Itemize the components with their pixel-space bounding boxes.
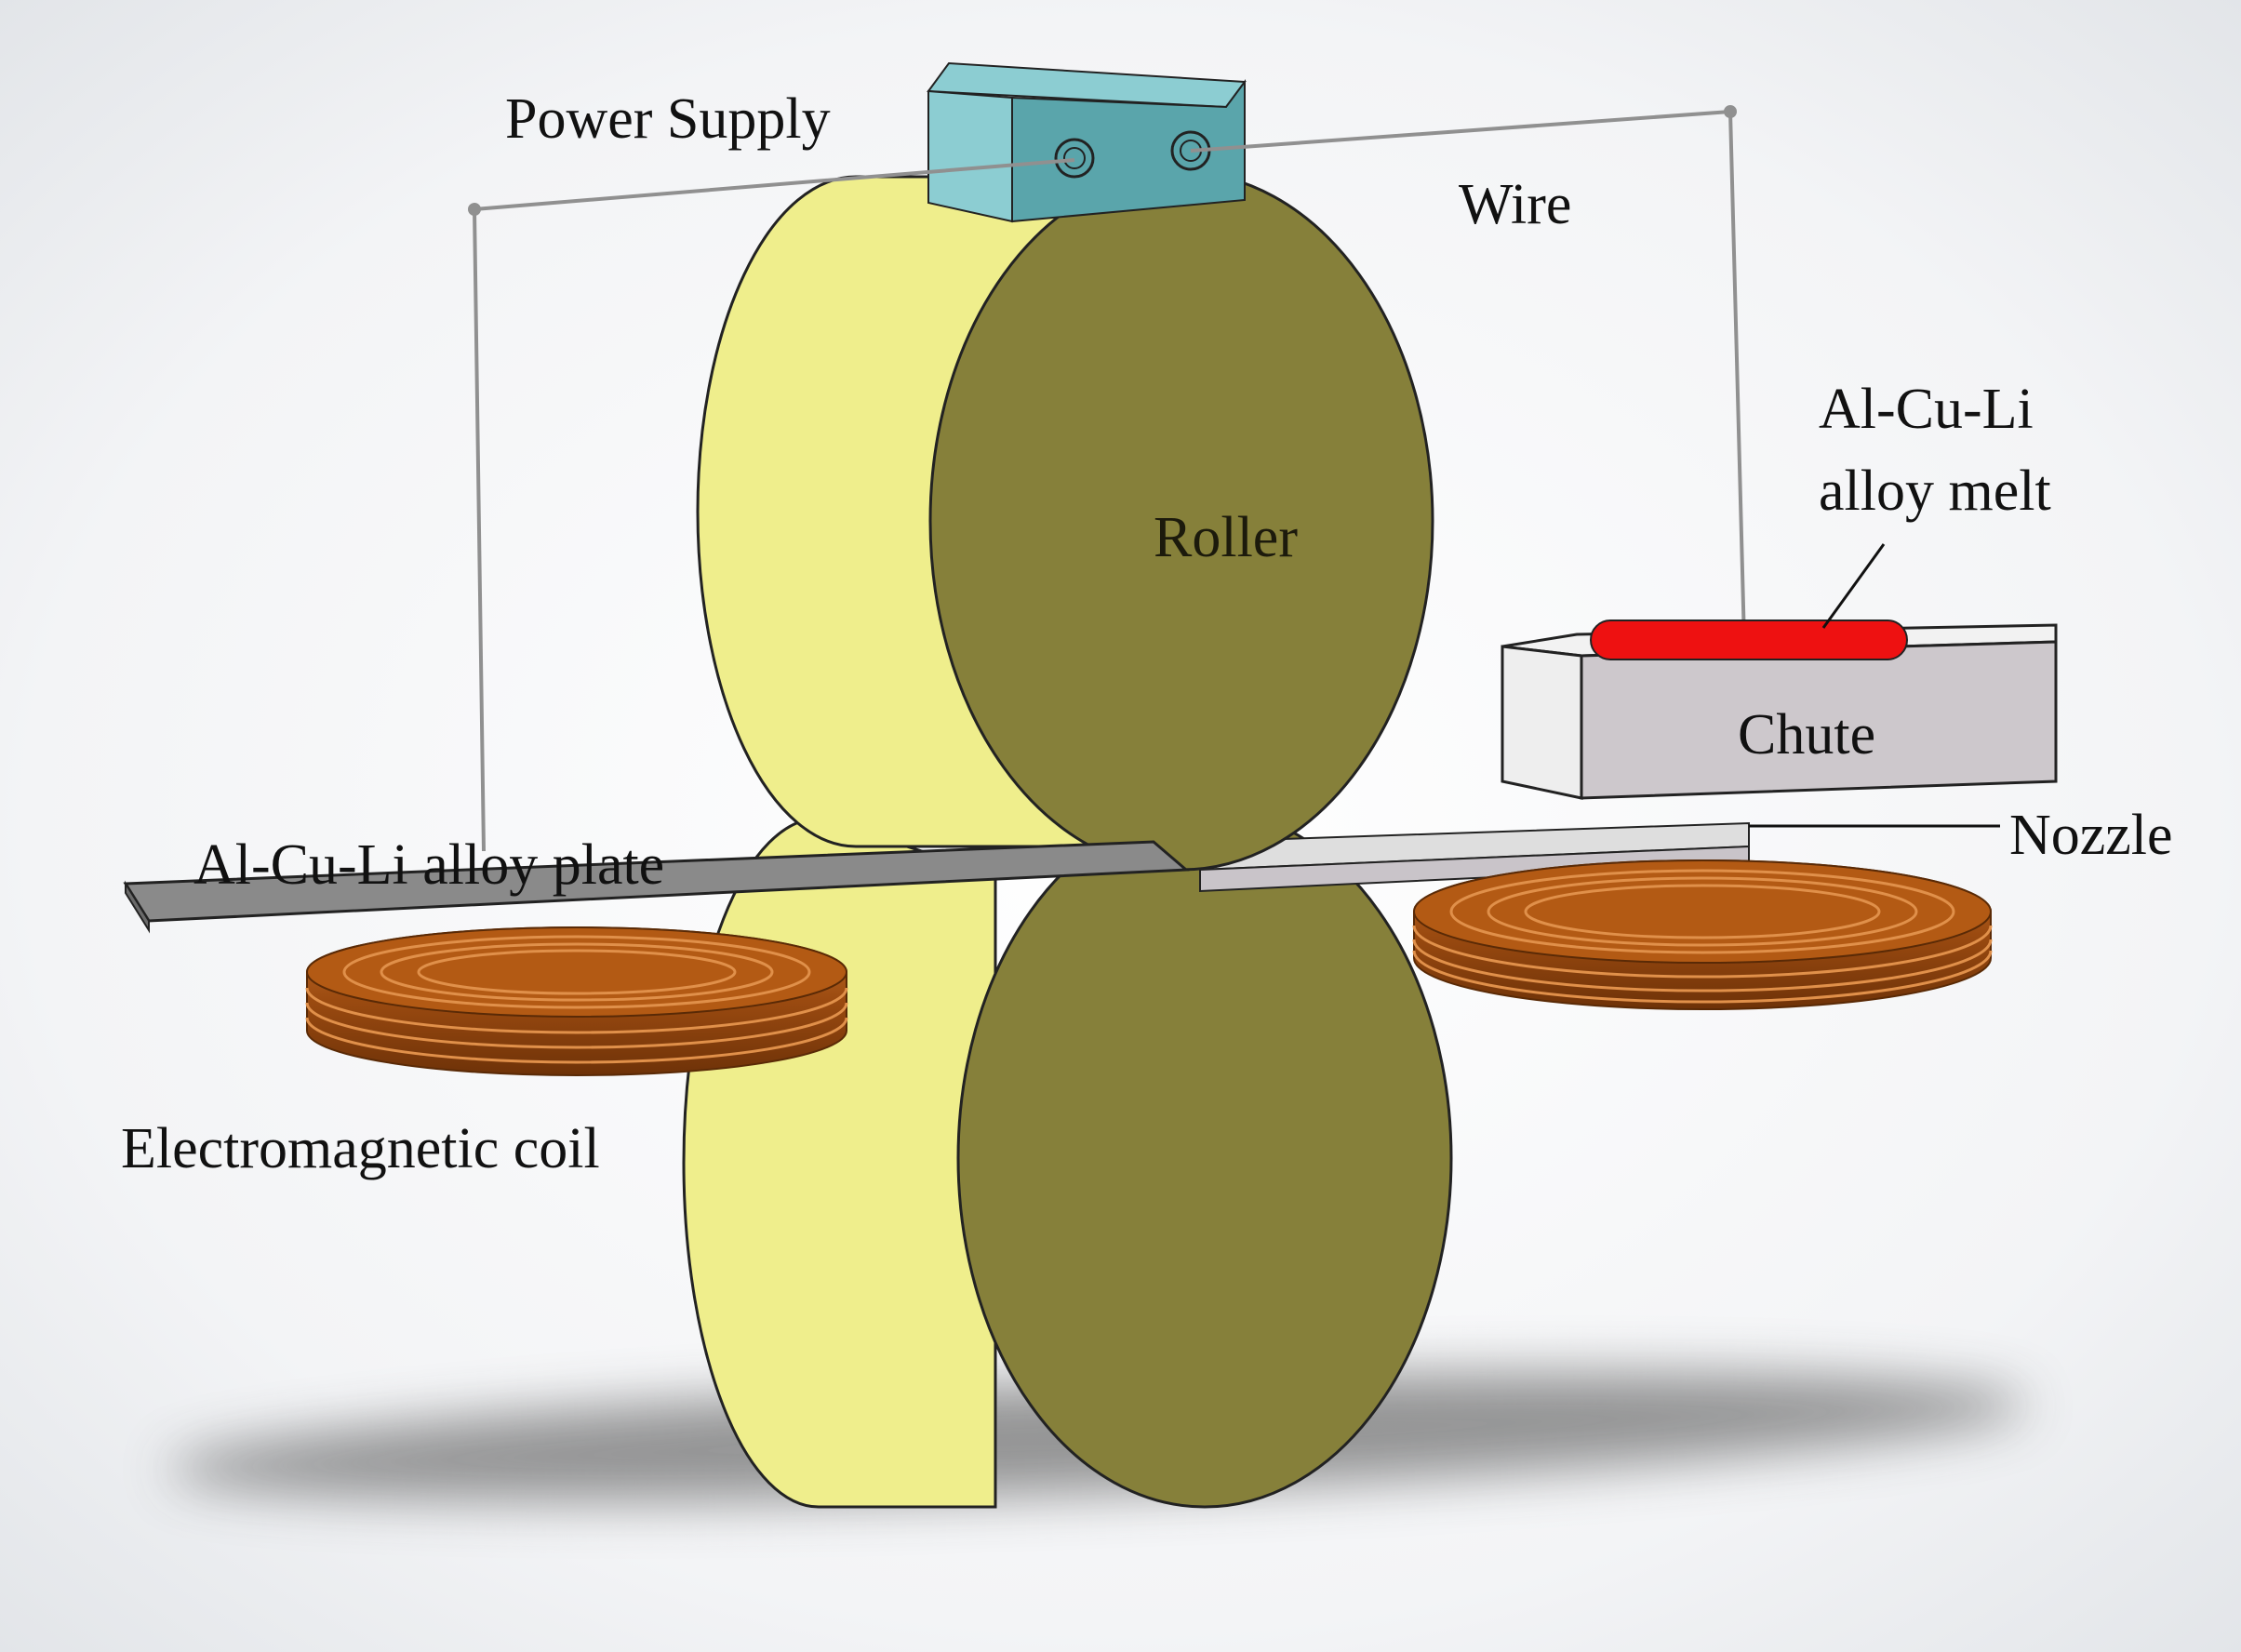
right-electromagnetic-coil (1412, 859, 1993, 1010)
power-supply-label: Power Supply (505, 87, 831, 151)
left-electromagnetic-coil (305, 926, 848, 1076)
power-supply-box (927, 61, 1247, 223)
chute (1501, 620, 2058, 800)
upper-roller (696, 170, 1434, 872)
wires (468, 105, 1746, 852)
alloy-plate (123, 840, 1190, 934)
nozzle (1199, 821, 1750, 893)
alloy-melt-label-line2: alloy melt (1819, 460, 2051, 523)
alloy-melt (1590, 620, 1908, 660)
electromagnetic-coil-label: Electromagnetic coil (121, 1117, 600, 1180)
lower-roller-face (956, 807, 1453, 1509)
terminal-left (1054, 138, 1095, 179)
alloy-melt-label-line1: Al-Cu-Li (1819, 378, 2034, 441)
nozzle-label: Nozzle (2009, 804, 2173, 867)
roller-label: Roller (1154, 506, 1298, 569)
chute-label: Chute (1738, 703, 1875, 766)
alloy-melt-leader (1821, 543, 1886, 629)
wire-label: Wire (1459, 173, 1571, 236)
alloy-plate-label: Al-Cu-Li alloy plate (193, 833, 664, 897)
